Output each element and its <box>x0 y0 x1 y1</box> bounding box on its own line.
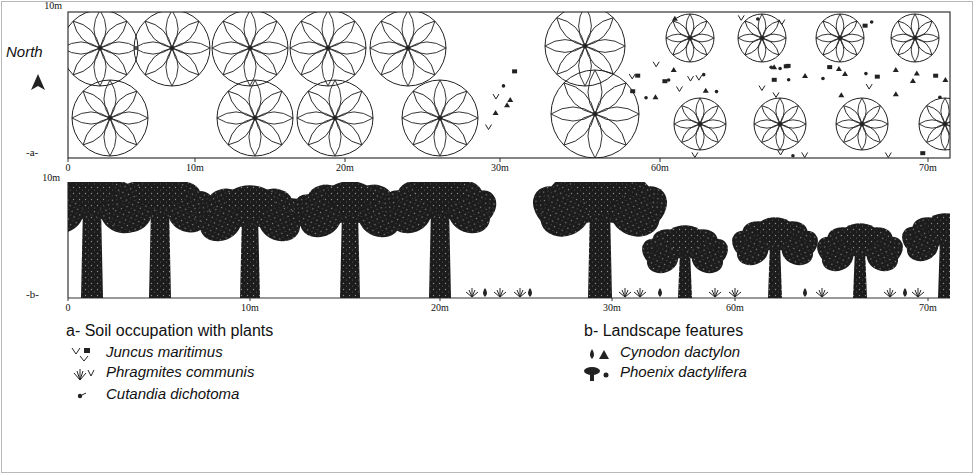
axis-ticks <box>68 158 928 301</box>
axis-label: 20m <box>431 302 449 313</box>
herb-symbols <box>486 15 949 157</box>
axis-label: 10m <box>42 172 60 183</box>
legend-symbol <box>590 349 609 359</box>
axis-label: 70m <box>919 162 937 173</box>
axis-label: 70m <box>919 302 937 313</box>
axis-label: 60m <box>651 162 669 173</box>
legend-text: Cutandia dichotoma <box>106 386 239 403</box>
legend-symbol <box>72 348 90 361</box>
palm-profiles <box>68 182 950 298</box>
panel-b-ground <box>68 297 950 298</box>
axis-label: 0 <box>66 302 71 313</box>
herb-profiles <box>466 288 924 297</box>
axis-label: 60m <box>726 302 744 313</box>
panel-label: -b- <box>26 288 39 300</box>
axis-label: 30m <box>491 162 509 173</box>
axis-label: 20m <box>336 162 354 173</box>
north-arrow <box>31 74 45 90</box>
legend-symbol <box>78 393 86 398</box>
legend-text: Phragmites communis <box>106 364 254 381</box>
legend-heading: b- Landscape features <box>584 322 743 340</box>
legend-symbol <box>74 369 94 380</box>
legend-text: Phoenix dactylifera <box>620 364 747 381</box>
crown-occupation <box>68 12 950 158</box>
axis-label: 10m <box>186 162 204 173</box>
axis-label: 10m <box>241 302 259 313</box>
axis-label: 0 <box>66 162 71 173</box>
legend-symbol <box>584 367 609 381</box>
panel-label: -a- <box>26 146 38 158</box>
axis-label: 30m <box>603 302 621 313</box>
legend-text: Juncus maritimus <box>106 344 223 361</box>
legend-heading: a- Soil occupation with plants <box>66 322 273 340</box>
panel-a-frame <box>68 12 950 158</box>
north-label: North <box>6 44 43 61</box>
axis-label: 10m <box>44 0 62 11</box>
legend-text: Cynodon dactylon <box>620 344 740 361</box>
